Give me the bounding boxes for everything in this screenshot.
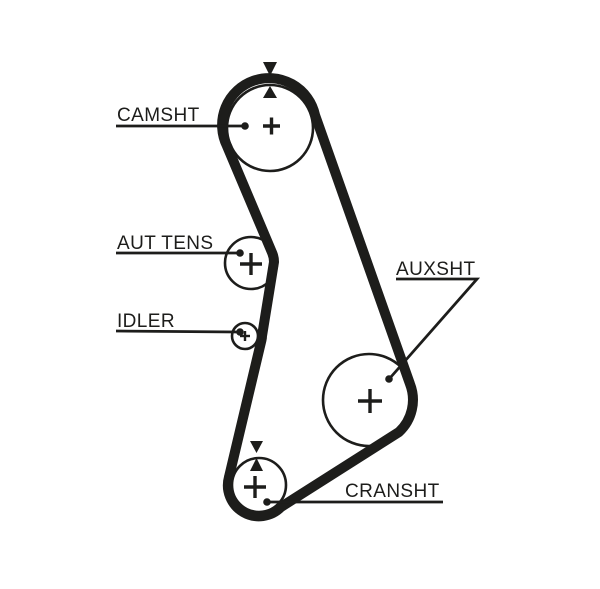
auxiliary-shaft-leader-dot-icon <box>385 375 393 383</box>
crankshaft-center-cross-icon <box>244 476 266 498</box>
pulley-labels: CAMSHT AUT TENS IDLER AUXSHT CRANSHT <box>117 105 475 502</box>
tensioner-label: AUT TENS <box>117 233 213 254</box>
crankshaft-timing-mark-up-triangle-icon <box>250 458 263 471</box>
idler-leader-line <box>115 329 239 334</box>
camshaft-timing-mark-up-triangle-icon <box>263 86 277 98</box>
auxiliary-shaft-leader-line <box>388 277 481 379</box>
pulley-center-marks <box>240 117 382 498</box>
camshaft-leader-dot-icon <box>241 122 249 130</box>
idler-center-cross-icon <box>240 331 250 341</box>
auxiliary-shaft-label: AUXSHT <box>396 259 475 280</box>
auxiliary-shaft-center-cross-icon <box>358 389 382 413</box>
crankshaft-timing-marks <box>250 441 263 471</box>
camshaft-label: CAMSHT <box>117 105 200 126</box>
crankshaft-timing-mark-down-triangle-icon <box>250 441 263 453</box>
camshaft-timing-mark-down-triangle-icon <box>263 62 277 76</box>
crankshaft-leader-dot-icon <box>263 498 271 506</box>
leader-lines <box>115 122 481 506</box>
tensioner-center-cross-icon <box>240 253 262 275</box>
timing-belt-path <box>217 73 418 522</box>
camshaft-center-cross-icon <box>263 117 280 135</box>
idler-leader-dot-icon <box>236 328 244 336</box>
crankshaft-label: CRANSHT <box>345 481 440 502</box>
tensioner-leader-dot-icon <box>236 249 244 257</box>
idler-label: IDLER <box>117 311 175 332</box>
camshaft-timing-marks <box>263 62 277 98</box>
